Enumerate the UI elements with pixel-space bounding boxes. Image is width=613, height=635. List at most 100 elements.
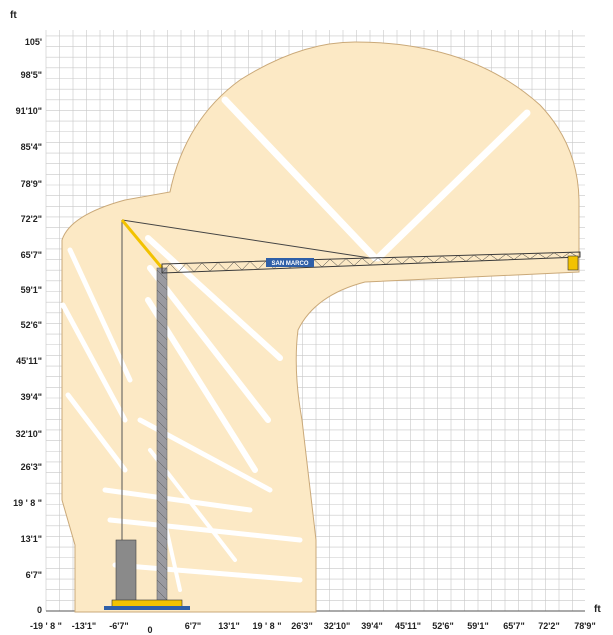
x-tick-label: 32'10" (324, 621, 350, 631)
mast-brace (156, 459, 168, 471)
y-axis-labels: 105' 98'5" 91'10" 85'4" 78'9" 72'2" 65'7" 59'1"… (13, 37, 42, 615)
y-tick-label: 59'1" (21, 285, 42, 295)
jib-brace (529, 253, 539, 260)
x-tick-label: 52'6" (432, 621, 453, 631)
x-tick-label: -13'1" (72, 621, 96, 631)
jib-brace (185, 263, 195, 272)
x-tick-label: 19 ' 8 " (253, 621, 282, 631)
jib-brace (377, 257, 387, 265)
jib-brace (385, 257, 395, 265)
jib-brace (433, 255, 443, 263)
y-tick-label: 6'7" (26, 570, 42, 580)
origin-label: 0 (147, 625, 152, 635)
jib-brace (177, 263, 187, 273)
jib-brace (321, 258, 331, 268)
jib-brace (201, 262, 211, 272)
x-axis-labels: -19 ' 8 "-13'1"-6'7"6'7"13'1"19 ' 8 "26'… (30, 621, 596, 631)
jib-brace (473, 254, 483, 261)
jib-brace (553, 252, 563, 258)
mast-brace (156, 349, 168, 361)
jib-brace (313, 259, 323, 268)
jib-trolley (567, 255, 579, 271)
jib-brace (257, 260, 267, 270)
mast-brace (156, 539, 168, 551)
y-tick-label: 32'10" (16, 429, 42, 439)
jib-brace (161, 263, 171, 274)
mast-brace (156, 399, 168, 411)
mast-brace (156, 339, 168, 351)
jib-brace (489, 254, 499, 261)
jib-brace (233, 261, 243, 271)
mast-brace (156, 389, 168, 401)
jib-brace (401, 256, 411, 265)
mast-brace (156, 469, 168, 481)
x-tick-label: -6'7" (109, 621, 128, 631)
counterweight (115, 539, 137, 603)
y-tick-label: 91'10" (16, 106, 42, 116)
jib-brace (225, 261, 235, 271)
jib-brand-text: SAN MARCO (272, 261, 309, 267)
mast-brace (156, 549, 168, 561)
mast-brace (156, 559, 168, 571)
jib-brace (329, 258, 339, 267)
y-tick-label: 52'6" (21, 320, 42, 330)
jib-brace (369, 257, 379, 266)
y-tick-label: 39'4" (21, 392, 42, 402)
mast-brace (156, 589, 168, 601)
jib-brace (249, 261, 259, 270)
jib-brace (169, 263, 179, 273)
mast-brace (156, 479, 168, 491)
jib-brace (497, 253, 507, 261)
mast-brace (156, 279, 168, 291)
jib-brace (521, 253, 531, 260)
mast-brace (156, 309, 168, 321)
x-tick-label: -19 ' 8 " (30, 621, 62, 631)
working-area-envelope (61, 41, 580, 613)
mast-brace (156, 319, 168, 331)
y-tick-label: 98'5" (21, 70, 42, 80)
jib-brace (425, 256, 435, 263)
jib-brace (537, 252, 547, 259)
jib-brace (353, 258, 363, 266)
jib-brace (209, 262, 219, 272)
y-tick-label: 85'4" (21, 142, 42, 152)
mast-brace (156, 329, 168, 341)
y-tick-label: 65'7" (21, 250, 42, 260)
y-tick-label: 0 (37, 605, 42, 615)
y-tick-label: 45'11" (16, 356, 42, 366)
base-outrigger (104, 606, 190, 610)
x-tick-label: 13'1" (218, 621, 239, 631)
jib-brace (409, 256, 419, 264)
mast-brace (156, 289, 168, 301)
x-tick-label: 78'9" (574, 621, 595, 631)
jib-brace (361, 258, 371, 266)
y-tick-label: 13'1" (21, 534, 42, 544)
mast-brace (156, 499, 168, 511)
jib-brace (393, 257, 403, 265)
jib-brace (465, 254, 475, 262)
jib-brace (417, 256, 427, 264)
x-tick-label: 72'2" (538, 621, 559, 631)
jib-brace (561, 252, 571, 258)
jib-brace (457, 255, 467, 262)
jib-brace (545, 252, 555, 259)
tower-head (120, 219, 164, 269)
mast-brace (156, 299, 168, 311)
mast-brace (156, 449, 168, 461)
y-tick-label: 105' (25, 37, 42, 47)
jib-brace (337, 258, 347, 267)
mast-brace (156, 409, 168, 421)
y-tick-label: 78'9" (21, 179, 42, 189)
jib-brace (217, 262, 227, 271)
brand-plate (266, 258, 314, 267)
tower-crane: SAN MARCO (104, 219, 581, 610)
jib-brace (441, 255, 451, 263)
y-tick-label: 72'2" (21, 214, 42, 224)
mast-lacing (156, 269, 168, 601)
jib-brace (193, 262, 203, 272)
jib-brace (241, 261, 251, 271)
mast-brace (156, 439, 168, 451)
x-tick-label: 39'4" (361, 621, 382, 631)
mast-brace (156, 489, 168, 501)
